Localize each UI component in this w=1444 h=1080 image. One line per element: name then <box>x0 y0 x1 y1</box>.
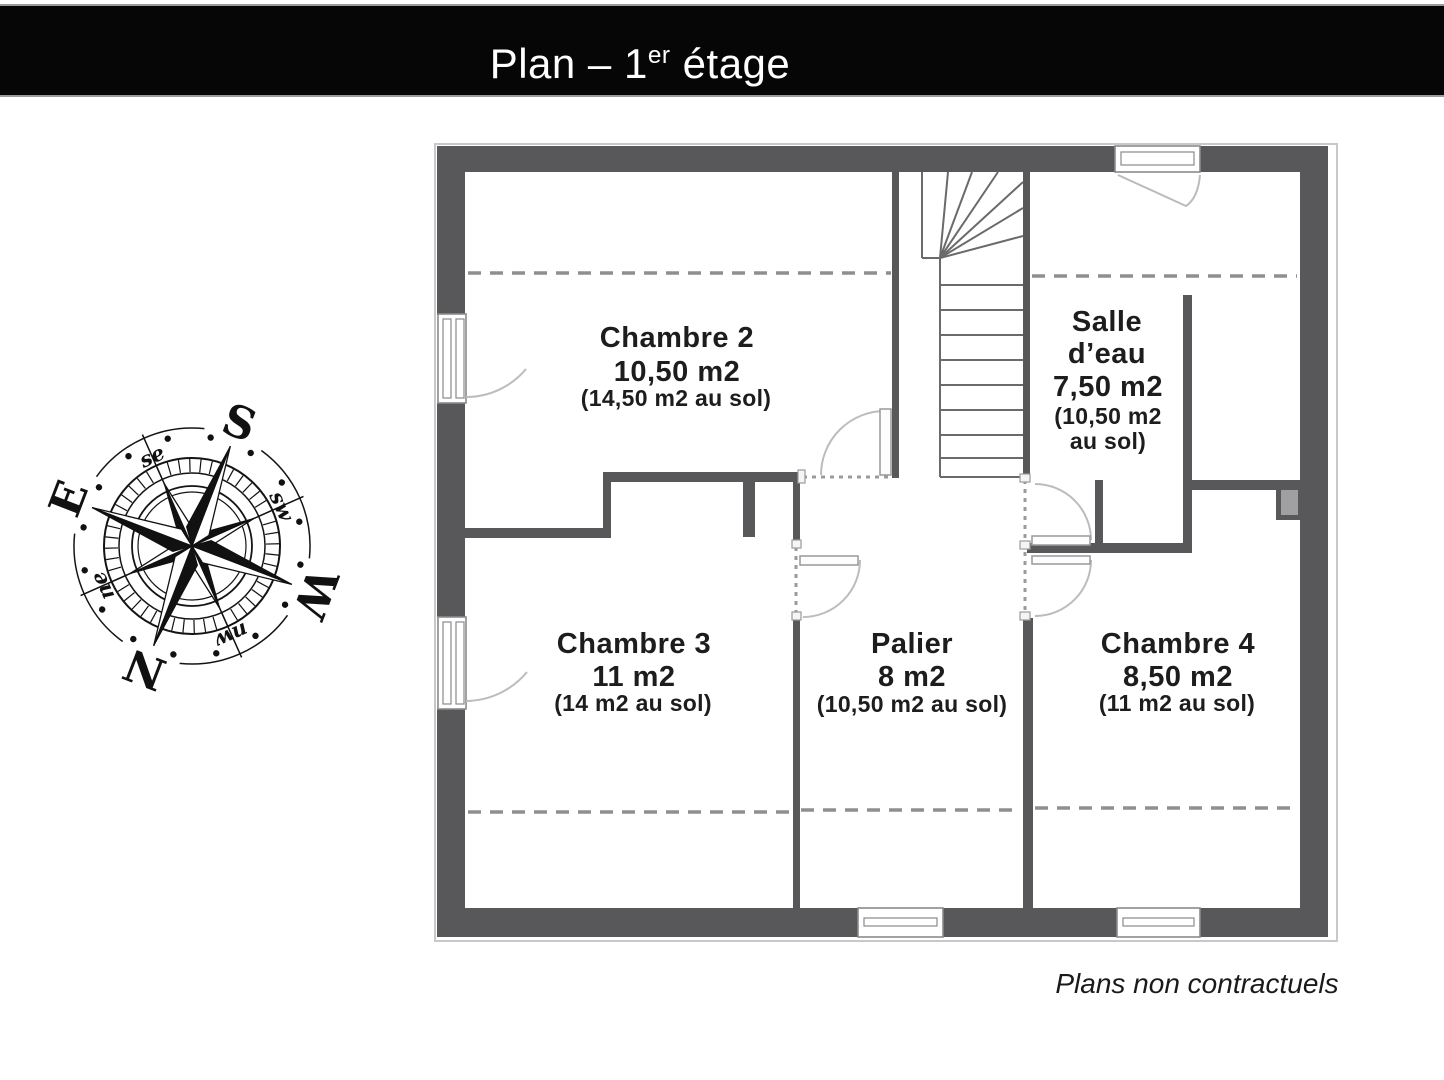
staircase <box>921 171 1024 478</box>
door-chambre4 <box>1031 555 1092 617</box>
compass-north-label: N <box>117 638 173 700</box>
chambre3-area: 11 m2 <box>592 661 675 693</box>
room-label-chambre2: Chambre 2 10,50 m2 (14,50 m2 au sol) <box>581 322 771 411</box>
salle-deau-area: 7,50 m2 <box>1053 371 1163 403</box>
salle-deau-floor-area-1: (10,50 m2 <box>1054 403 1162 429</box>
attic-slope-lines <box>468 271 1297 814</box>
compass-rose-icon: N E S W ne se sw nw <box>39 394 348 700</box>
window-left-chambre3 <box>437 616 528 710</box>
palier-floor-area: (10,50 m2 au sol) <box>817 691 1007 717</box>
interior-walls <box>465 172 1300 908</box>
page-title-prefix: Plan – 1 <box>489 40 648 87</box>
chambre3-floor-area: (14 m2 au sol) <box>554 690 712 716</box>
page-title-superscript: er <box>647 42 671 69</box>
salle-deau-name-1: Salle <box>1072 306 1142 338</box>
salle-deau-floor-area-2: au sol) <box>1070 428 1146 454</box>
chambre2-name: Chambre 2 <box>600 322 754 354</box>
chambre2-floor-area: (14,50 m2 au sol) <box>581 385 771 411</box>
title-bar: Plan – 1er étage <box>0 4 1444 97</box>
compass-nw-label: nw <box>211 618 252 655</box>
room-label-chambre4: Chambre 4 8,50 m2 (11 m2 au sol) <box>1099 628 1255 716</box>
compass-dot-ring <box>80 434 304 658</box>
chambre4-area: 8,50 m2 <box>1123 661 1233 693</box>
room-label-palier: Palier 8 m2 (10,50 m2 au sol) <box>817 628 1007 717</box>
page-title: Plan – 1er étage <box>0 30 1280 87</box>
chambre4-floor-area: (11 m2 au sol) <box>1099 690 1255 716</box>
window-top-salle-deau <box>1114 145 1201 208</box>
chambre3-name: Chambre 3 <box>557 628 711 660</box>
door-chambre2 <box>797 408 892 484</box>
floor-plan: Chambre 2 10,50 m2 (14,50 m2 au sol) Sal… <box>434 143 1338 942</box>
chambre4-name: Chambre 4 <box>1101 628 1255 660</box>
door-chambre3 <box>791 539 861 621</box>
page-title-suffix: étage <box>670 40 791 87</box>
palier-area: 8 m2 <box>878 661 946 693</box>
outer-walls <box>437 146 1328 937</box>
plan-outer-frame <box>434 143 1338 942</box>
compass-ne-label: ne <box>85 568 119 604</box>
room-label-chambre3: Chambre 3 11 m2 (14 m2 au sol) <box>554 628 712 716</box>
footer-note: Plans non contractuels <box>1055 968 1339 999</box>
chambre2-area: 10,50 m2 <box>614 356 741 388</box>
window-bottom-palier <box>857 907 944 938</box>
compass-east-label: E <box>39 474 99 524</box>
compass-west-label: W <box>282 560 348 626</box>
compass-sw-label: sw <box>264 486 300 525</box>
window-bottom-chambre4 <box>1116 907 1201 938</box>
compass-se-label: se <box>134 439 168 472</box>
door-salle-deau <box>1019 473 1092 621</box>
salle-deau-name-2: d’eau <box>1068 338 1146 370</box>
compass-south-label: S <box>215 394 263 453</box>
palier-name: Palier <box>871 628 953 660</box>
chimney-duct <box>1276 484 1300 520</box>
window-left-chambre2 <box>437 313 527 404</box>
compass-star-major <box>91 445 293 647</box>
room-label-salle-deau: Salle d’eau 7,50 m2 (10,50 m2 au sol) <box>1053 306 1163 454</box>
